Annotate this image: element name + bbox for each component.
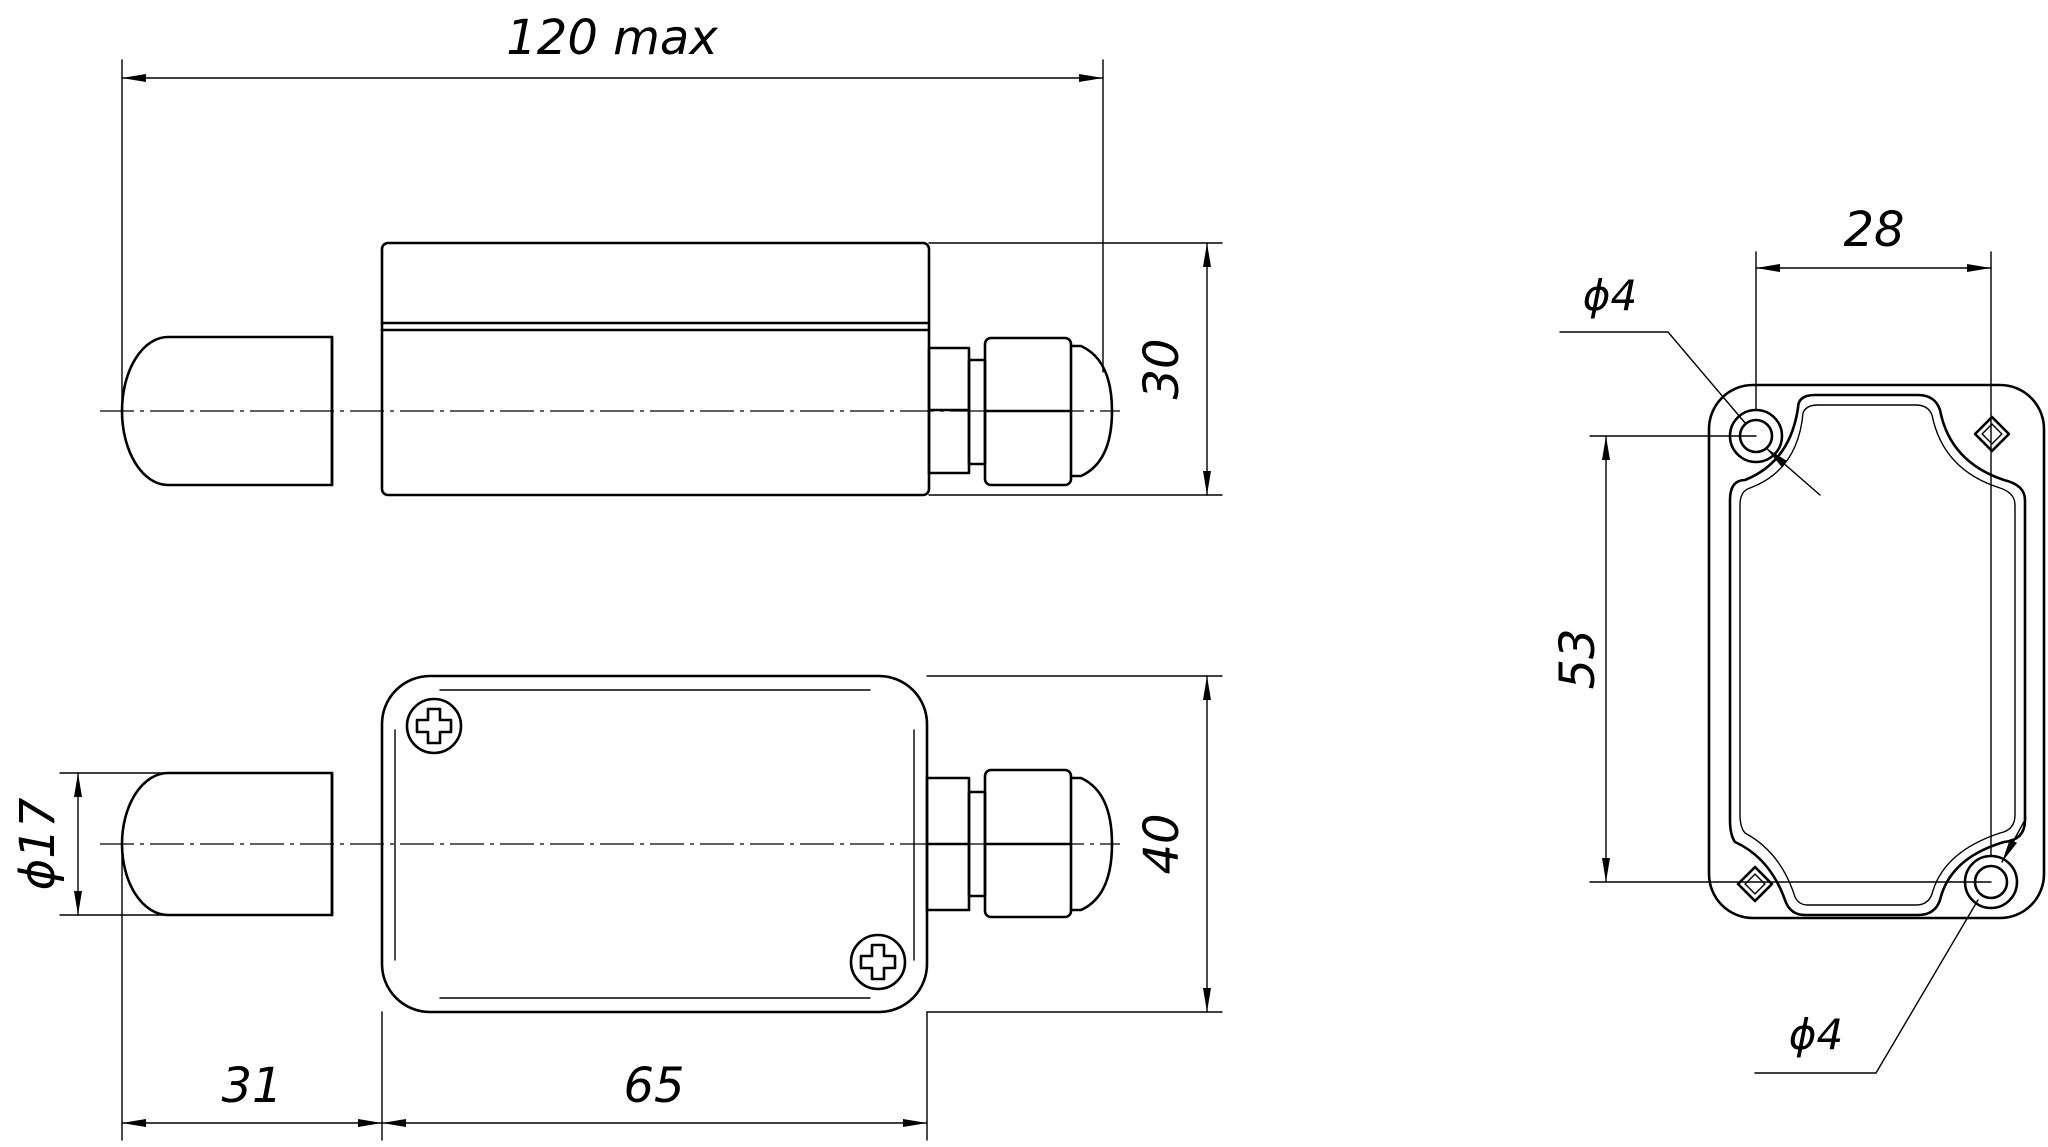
dimension-lines [59, 59, 2027, 1141]
dimension-31: 31 [221, 1058, 282, 1114]
dimension-30: 30 [1134, 338, 1190, 399]
top-view [100, 674, 1120, 1014]
dimension-28: 28 [1843, 202, 1904, 258]
dimension-120-max: 120 max [506, 10, 718, 66]
dimension-40: 40 [1134, 813, 1190, 874]
screw-icon [849, 933, 907, 991]
side-view [100, 241, 1120, 497]
end-view [1707, 383, 2046, 920]
dimension-phi-17: ϕ17 [10, 797, 66, 890]
dimension-65: 65 [623, 1058, 684, 1114]
dimension-labels: 120 max 30 40 ϕ17 31 65 28 53 ϕ4 ϕ4 [10, 10, 1905, 1114]
screw-icon [405, 697, 463, 755]
dimension-53: 53 [1550, 628, 1606, 689]
dimension-hole-top: ϕ4 [1583, 271, 1637, 320]
mounting-marker-icon [1736, 865, 1774, 903]
dimension-hole-bottom: ϕ4 [1789, 1010, 1843, 1059]
mounting-marker-icon [1973, 415, 2011, 453]
